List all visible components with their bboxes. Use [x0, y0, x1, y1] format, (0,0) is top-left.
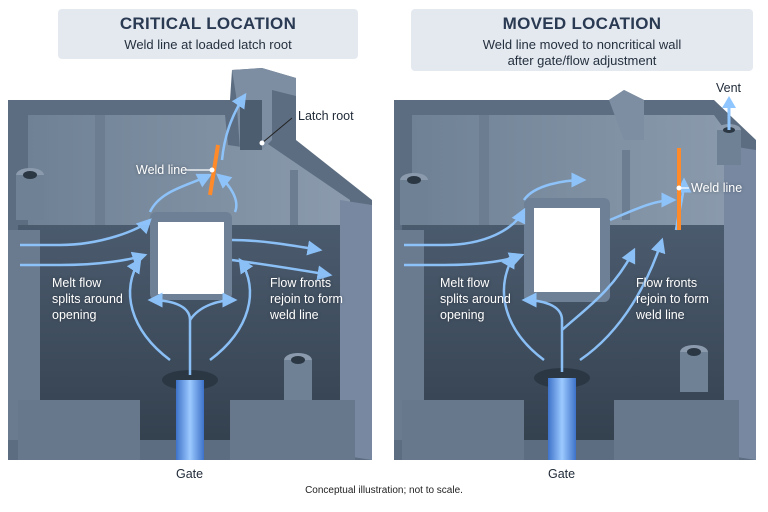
melt-flow-label: Melt flow splits around opening: [52, 276, 123, 322]
panel-subtitle: Weld line at loaded latch root: [124, 37, 292, 52]
melt-flow-label: Melt flow splits around opening: [440, 276, 511, 322]
critical-location-panel: CRITICAL LOCATION Weld line at loaded la…: [0, 0, 384, 490]
part-illustration-critical: [8, 68, 372, 460]
weld-line-label: Weld line: [136, 163, 188, 177]
title-box-critical: CRITICAL LOCATION Weld line at loaded la…: [58, 9, 358, 59]
panel-subtitle: Weld line moved to noncritical wall afte…: [482, 37, 682, 68]
vent-label: Vent: [716, 81, 742, 95]
flow-fronts-label: Flow fronts rejoin to form weld line: [270, 276, 343, 322]
title-box-moved: MOVED LOCATION Weld line moved to noncri…: [411, 9, 753, 71]
gate-label: Gate: [176, 467, 204, 481]
latch-root-label: Latch root: [298, 109, 354, 123]
flow-fronts-label: Flow fronts rejoin to form weld line: [636, 276, 709, 322]
part-illustration-moved: [394, 90, 756, 460]
panel-title: MOVED LOCATION: [502, 14, 662, 33]
footnote: Conceptual illustration; not to scale.: [305, 485, 463, 496]
moved-location-panel: MOVED LOCATION Weld line moved to noncri…: [384, 0, 768, 490]
panel-title: CRITICAL LOCATION: [119, 14, 297, 33]
weld-line-label: Weld line: [691, 181, 743, 195]
gate-label: Gate: [548, 467, 576, 481]
